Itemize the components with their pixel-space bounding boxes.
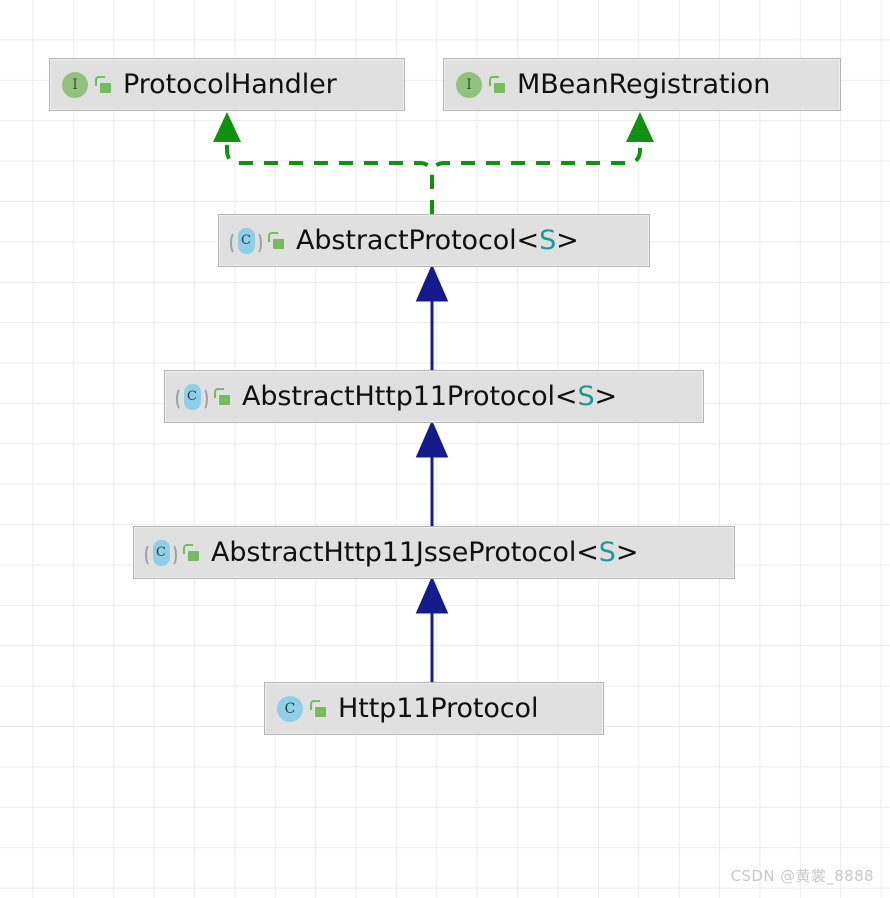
generic-param-abstract-http11-protocol: S: [577, 381, 595, 412]
interface-icon-letter: I: [62, 71, 88, 98]
abstract-class-icon: C: [230, 227, 262, 255]
generic-open-angle: <: [554, 381, 578, 412]
node-abstract-http11-protocol[interactable]: C AbstractHttp11Protocol<S>: [164, 370, 704, 423]
interface-icon: I: [62, 71, 88, 98]
generic-close-angle: >: [615, 537, 639, 568]
generic-open-angle: <: [576, 537, 599, 568]
generalization-arrowhead-abstract-http11-protocol: [415, 420, 449, 458]
node-label-mbean-registration: MBeanRegistration: [517, 69, 771, 100]
class-icon: C: [277, 695, 303, 722]
realization-edge-mbean-registration: [430, 138, 642, 214]
watermark: CSDN @黄裳_8888: [730, 867, 874, 885]
node-protocol-handler[interactable]: I ProtocolHandler: [49, 58, 405, 111]
node-label-abstract-http11-jsse-protocol: AbstractHttp11JsseProtocol<S>: [211, 539, 638, 566]
generic-open-angle: <: [516, 225, 540, 256]
abstract-class-icon: C: [176, 383, 208, 411]
node-mbean-registration[interactable]: I MBeanRegistration: [443, 58, 841, 111]
generic-param-abstract-http11-jsse-protocol: S: [598, 537, 616, 568]
node-name-abstract-http11-protocol: AbstractHttp11Protocol: [242, 381, 555, 412]
generalization-edges: [415, 264, 449, 682]
unlocked-padlock-icon: [183, 543, 199, 562]
node-http11-protocol[interactable]: C Http11Protocol: [264, 682, 604, 735]
node-name-abstract-http11-jsse-protocol: AbstractHttp11JsseProtocol: [211, 537, 577, 568]
node-abstract-http11-jsse-protocol[interactable]: C AbstractHttp11JsseProtocol<S>: [133, 526, 735, 579]
unlocked-padlock-icon: [310, 699, 326, 718]
realization-edge-protocol-handler: [225, 138, 434, 214]
abstract-class-icon-letter: C: [183, 383, 201, 410]
generalization-arrowhead-abstract-protocol: [415, 264, 449, 302]
realization-arrowhead-mbean-registration: [626, 112, 654, 142]
interface-icon: I: [456, 71, 482, 98]
unlocked-padlock-icon: [489, 75, 505, 94]
abstract-class-icon-letter: C: [237, 227, 255, 254]
class-icon-letter: C: [277, 695, 303, 722]
realization-edges: [213, 112, 654, 214]
node-label-http11-protocol: Http11Protocol: [338, 693, 539, 724]
unlocked-padlock-icon: [268, 231, 284, 250]
node-abstract-protocol[interactable]: C AbstractProtocol<S>: [218, 214, 650, 267]
generic-param-abstract-protocol: S: [539, 225, 557, 256]
node-label-abstract-protocol: AbstractProtocol<S>: [296, 227, 579, 254]
node-name-abstract-protocol: AbstractProtocol: [296, 225, 517, 256]
generic-close-angle: >: [556, 225, 579, 256]
abstract-class-icon-letter: C: [152, 539, 170, 566]
generic-close-angle: >: [594, 381, 618, 412]
node-label-abstract-http11-protocol: AbstractHttp11Protocol<S>: [242, 383, 617, 410]
realization-arrowhead-protocol-handler: [213, 112, 241, 142]
unlocked-padlock-icon: [95, 75, 111, 94]
interface-icon-letter: I: [456, 71, 482, 98]
unlocked-padlock-icon: [214, 387, 230, 406]
generalization-arrowhead-abstract-http11-jsse-protocol: [415, 576, 449, 614]
node-label-protocol-handler: ProtocolHandler: [123, 69, 337, 100]
abstract-class-icon: C: [145, 539, 177, 567]
